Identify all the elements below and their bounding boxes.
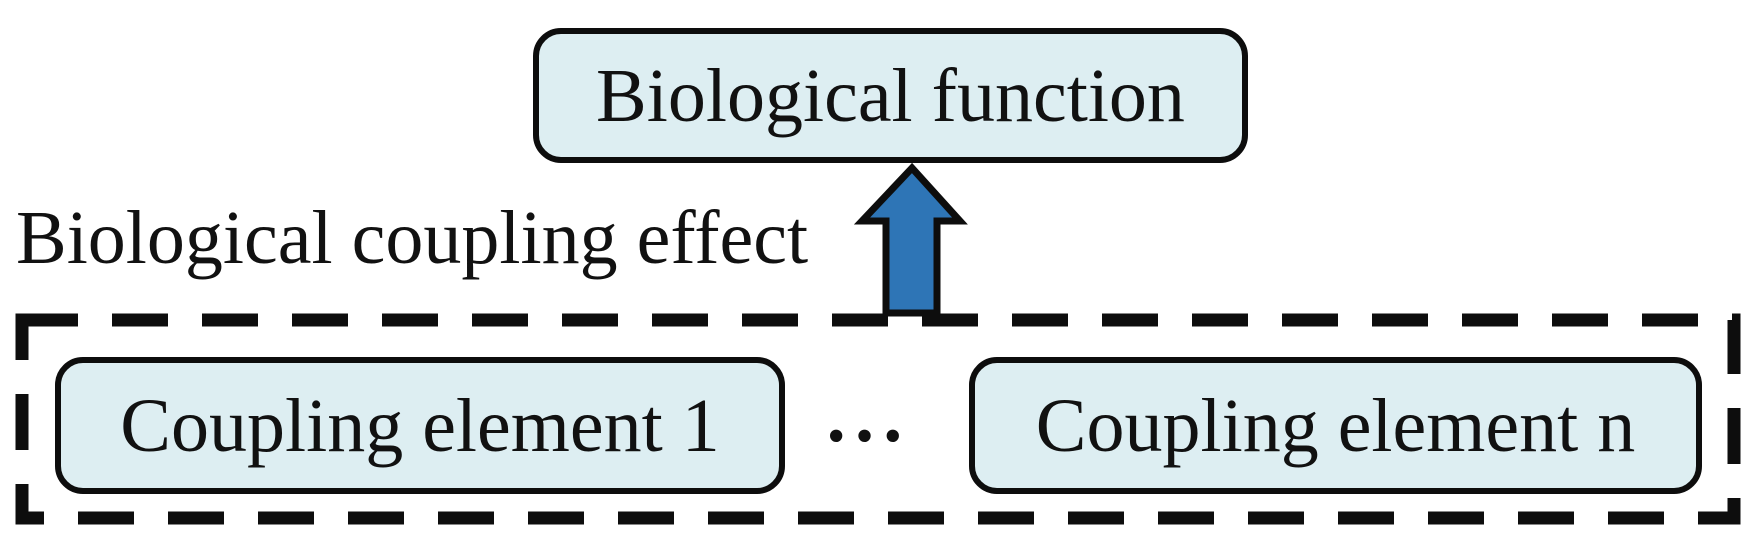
biological-function-label: Biological function [596, 53, 1185, 138]
coupling-element-n-label: Coupling element n [1035, 383, 1636, 468]
up-arrow-icon [853, 162, 968, 317]
ellipsis-dots: ··· [823, 394, 909, 478]
coupling-element-1-label: Coupling element 1 [120, 383, 720, 468]
coupling-element-1-box: Coupling element 1 [55, 357, 785, 494]
coupling-effect-label: Biological coupling effect [16, 196, 809, 280]
coupling-element-n-box: Coupling element n [969, 357, 1702, 494]
up-arrow-shape [853, 162, 968, 317]
biological-function-box: Biological function [533, 28, 1248, 163]
